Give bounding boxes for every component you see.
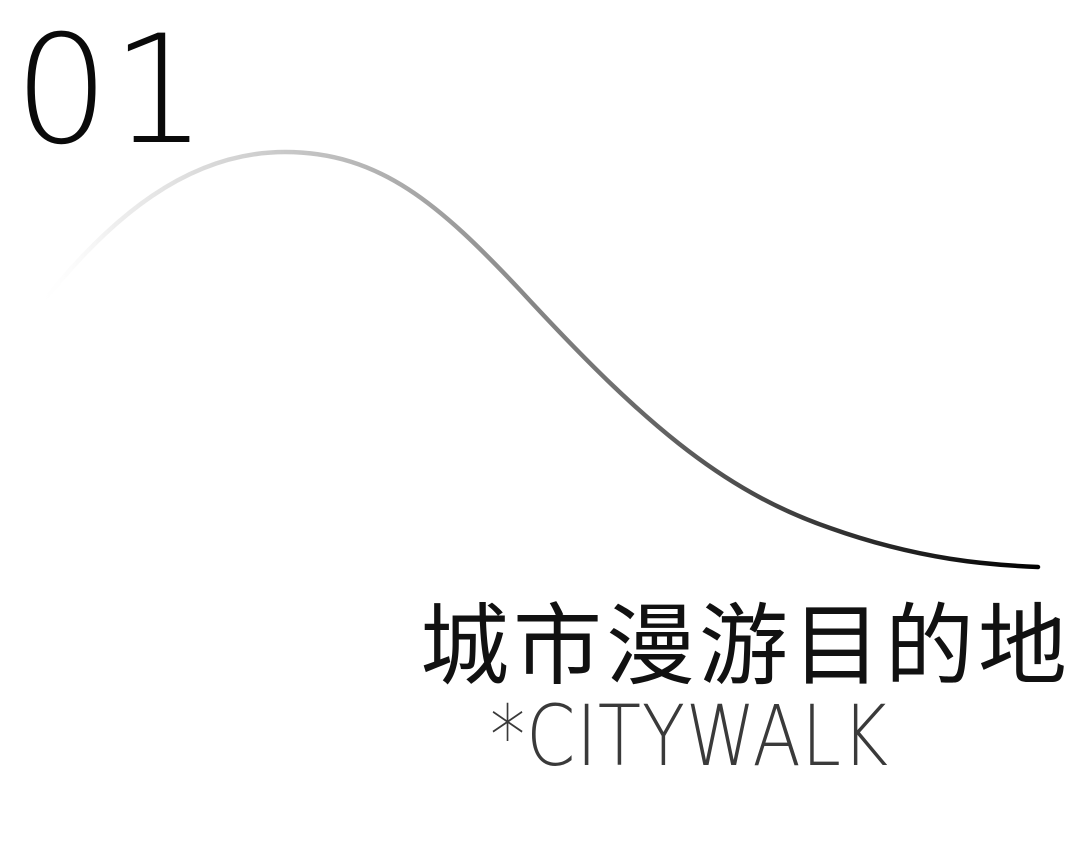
- title-chinese: 城市漫游目的地: [420, 594, 1071, 698]
- title-english: *CITYWALK: [490, 687, 889, 785]
- section-number: 01: [14, 4, 209, 178]
